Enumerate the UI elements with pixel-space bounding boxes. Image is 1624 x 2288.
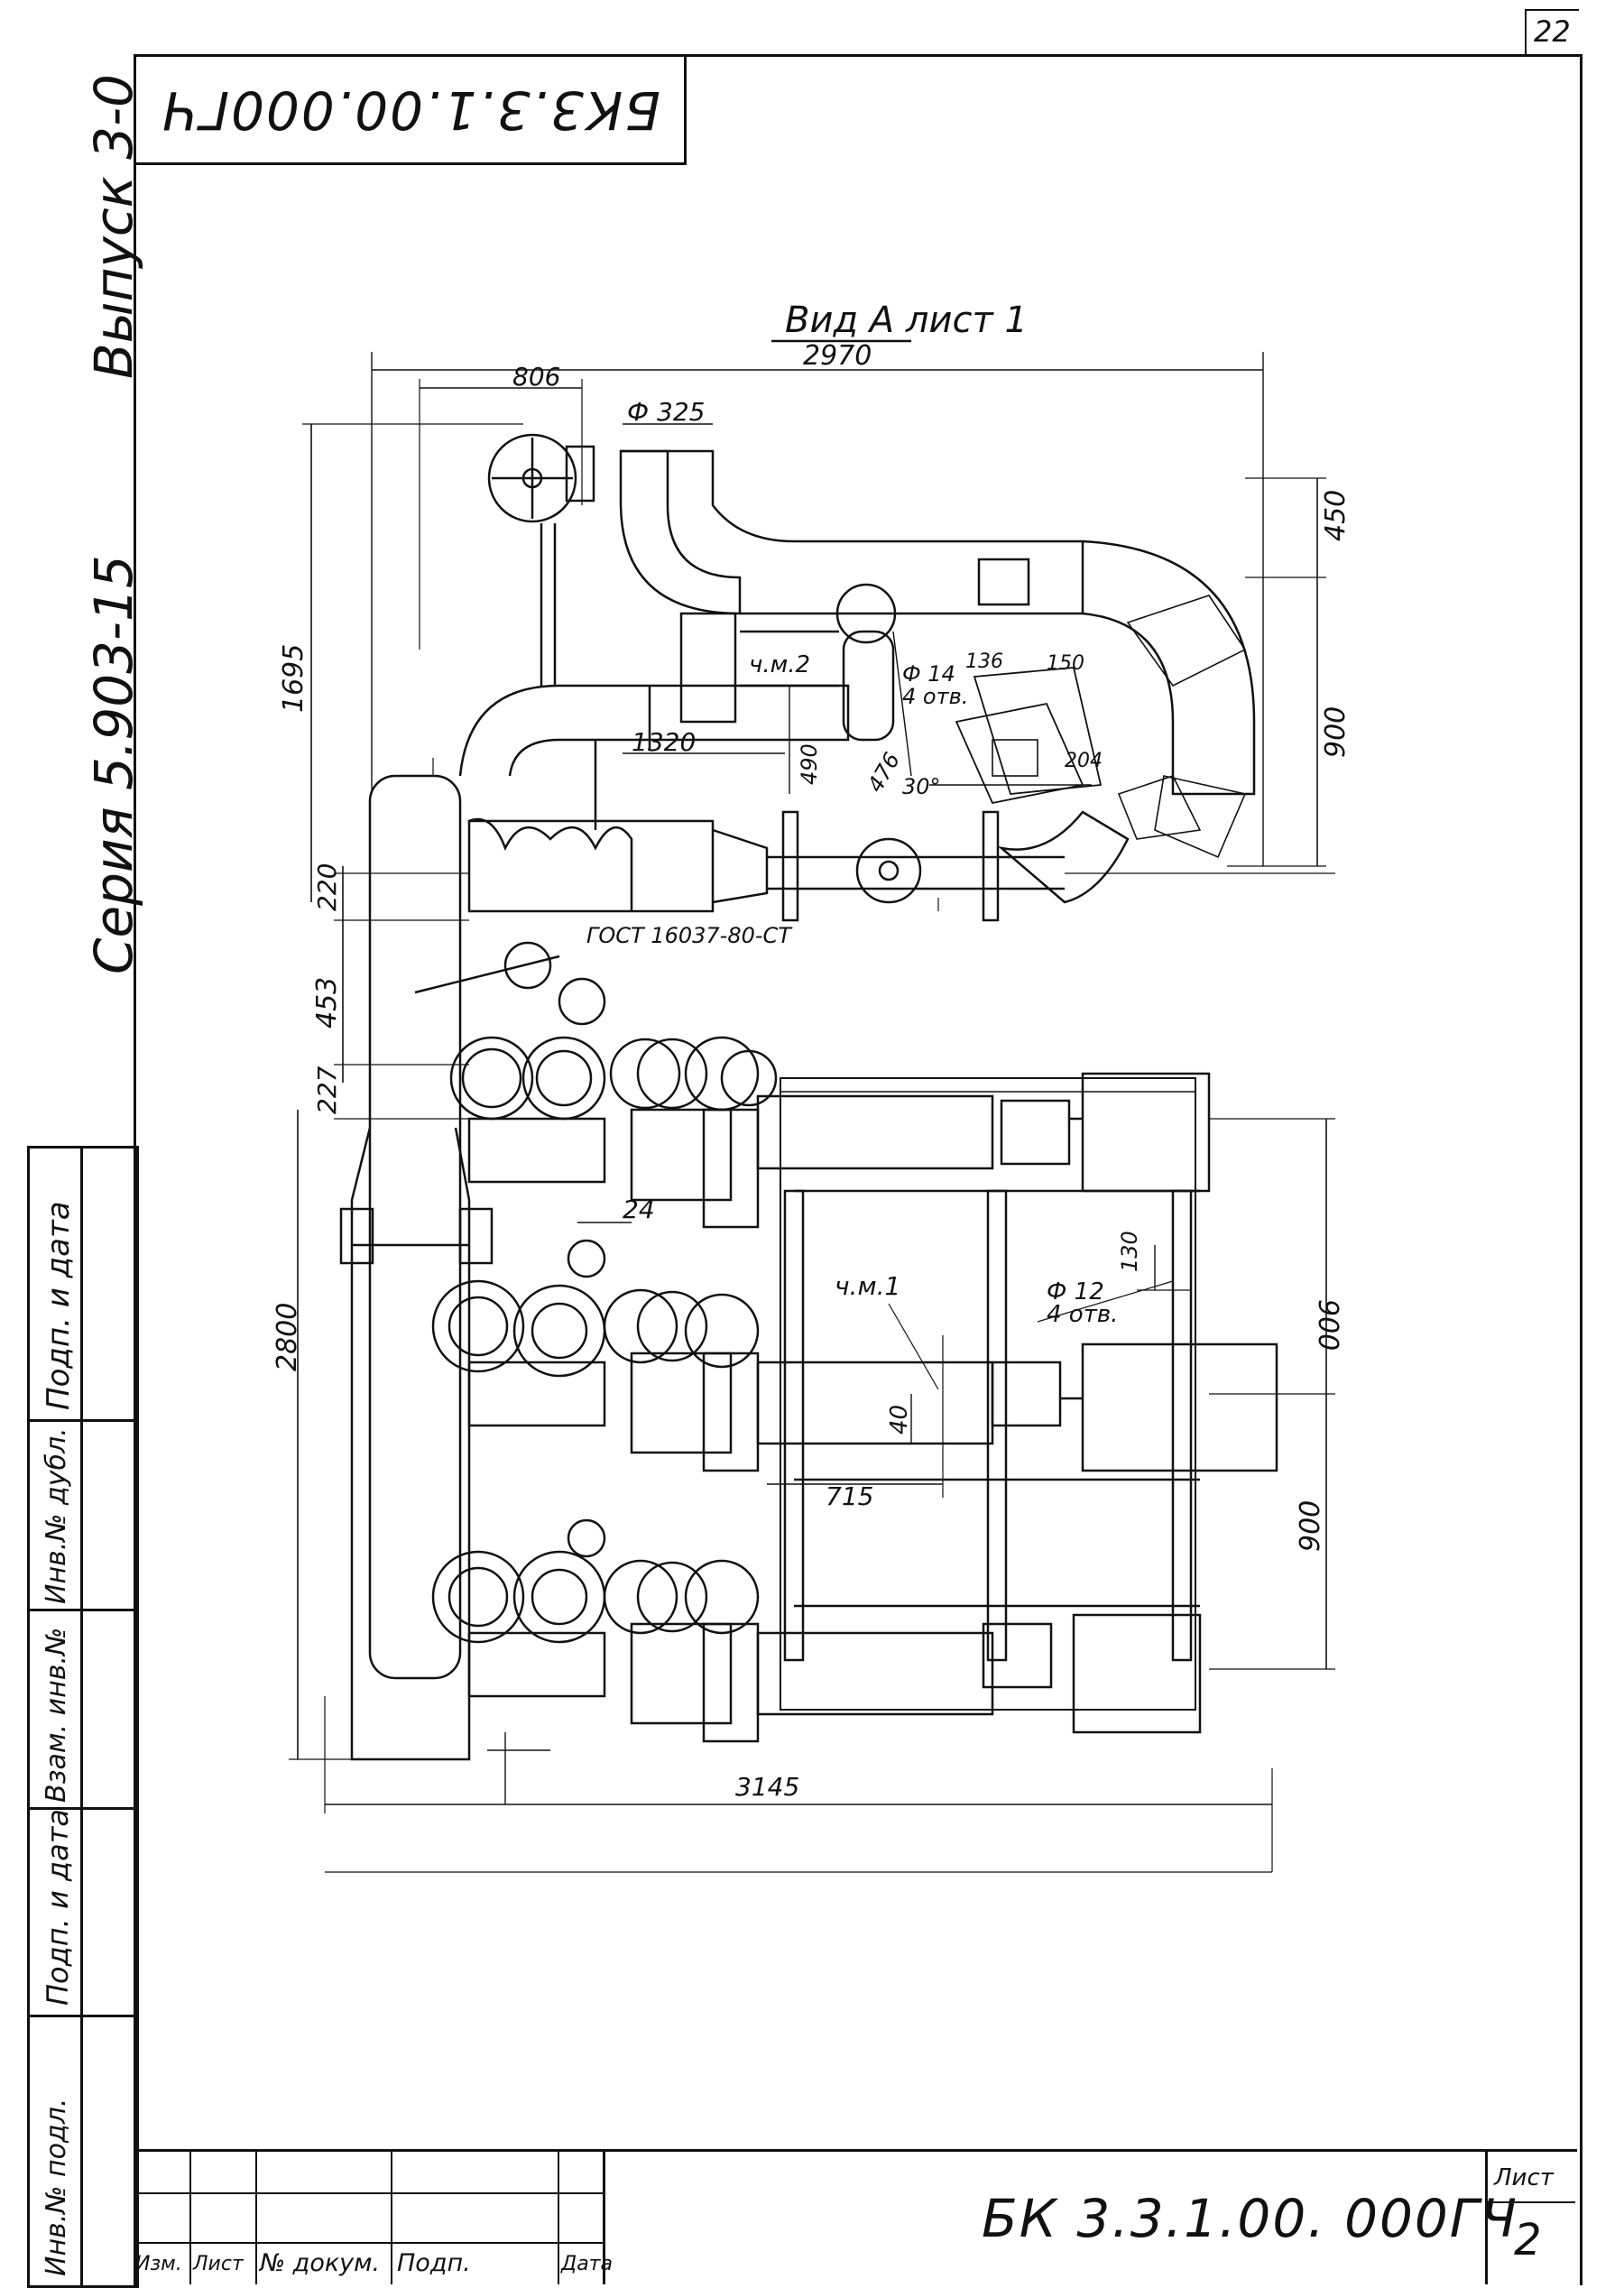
dim-2800: 2800	[272, 1303, 303, 1371]
dim-24: 24	[623, 1195, 655, 1224]
holes-4b: 4 отв.	[1047, 1301, 1118, 1328]
dim-pipe-dia: Ф 325	[627, 397, 705, 427]
dim-2970: 2970	[803, 340, 872, 372]
page-number-box: 22	[1525, 9, 1579, 54]
dim-450: 450	[1320, 490, 1352, 541]
ref-top: ч.м.2	[749, 651, 810, 678]
col-docnum: № докум.	[260, 2249, 381, 2277]
dim-476: 476	[863, 748, 905, 797]
document-code: БК 3.3.1.00. 000ГЧ	[982, 2188, 1518, 2249]
dim-490: 490	[797, 743, 822, 785]
gost-note: ГОСТ 16037-80-СТ	[586, 923, 793, 948]
col-sign: Подп.	[397, 2249, 471, 2277]
top-code-box: БК3.3.1.00.000ГЧ	[134, 54, 687, 165]
dim-453: 453	[311, 977, 343, 1029]
holes-4a: 4 отв.	[902, 684, 968, 709]
dim-130: 130	[1117, 1231, 1142, 1272]
drawing-frame	[134, 54, 1582, 2285]
dim-3145: 3145	[735, 1772, 799, 1802]
dim-806: 806	[512, 362, 560, 392]
ref-mid: ч.м.1	[835, 1271, 900, 1301]
sheet-number: 2	[1514, 2215, 1542, 2265]
dim-715: 715	[826, 1481, 873, 1511]
title-block: Изм. Лист № докум. Подп. Дата БК 3.3.1.0…	[134, 2149, 1577, 2284]
dim-136: 136	[965, 650, 1003, 673]
sheet-label: Лист	[1494, 2164, 1554, 2191]
dim-900-mid: 900	[1312, 1299, 1343, 1351]
hole-14: Ф 14	[902, 661, 955, 687]
dim-1320: 1320	[632, 727, 696, 757]
dim-900-bot: 900	[1295, 1500, 1326, 1552]
dim-204: 204	[1065, 750, 1103, 772]
col-date: Дата	[561, 2253, 613, 2275]
col-sheet: Лист	[193, 2253, 244, 2275]
dim-227: 227	[312, 1066, 342, 1114]
dim-220: 220	[312, 863, 342, 911]
hole-12: Ф 12	[1047, 1278, 1104, 1305]
dim-30: 30°	[902, 774, 941, 799]
view-title: Вид А лист 1	[785, 300, 1028, 341]
dim-40: 40	[886, 1405, 913, 1435]
dim-1695: 1695	[278, 644, 309, 713]
dim-900-top: 900	[1320, 706, 1352, 758]
col-change: Изм.	[135, 2253, 182, 2275]
page-number: 22	[1534, 14, 1571, 49]
dim-150: 150	[1047, 652, 1084, 675]
